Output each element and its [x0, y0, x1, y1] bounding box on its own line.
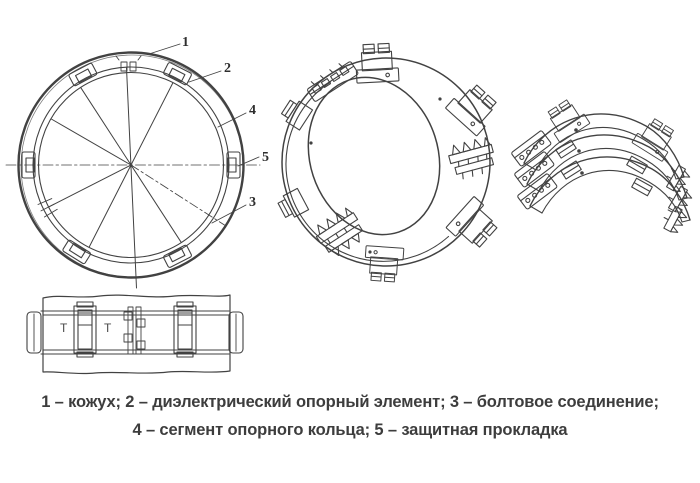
bolt-dot	[309, 141, 313, 145]
callout-3: 3	[249, 195, 256, 210]
segments-view	[510, 95, 695, 236]
callout-5: 5	[262, 150, 269, 165]
callouts: 1 2 4 5 3	[148, 35, 269, 224]
callout-2: 2	[224, 61, 231, 76]
segment-3	[516, 156, 691, 223]
section-label-t-right: Т	[104, 321, 112, 335]
section-label-t-left: Т	[60, 321, 68, 335]
caption-line-1: 1 – кожух; 2 – диэлектрический опорный э…	[41, 393, 659, 411]
bolt-dot	[368, 250, 372, 254]
section-clamp-2	[173, 301, 197, 358]
bolt-dot	[438, 97, 442, 101]
spokes	[5, 67, 261, 289]
section-joint	[123, 306, 146, 355]
ring-3d-view	[275, 42, 503, 283]
callout-1: 1	[182, 35, 189, 50]
figure-caption: 1 – кожух; 2 – диэлектрический опорный э…	[0, 388, 700, 444]
section-clamp-1	[73, 301, 97, 358]
caption-line-2: 4 – сегмент опорного кольца; 5 – защитна…	[132, 421, 568, 439]
bolt-marks-top	[115, 55, 142, 72]
ring-front-view: 1 2 4 5 3	[5, 35, 269, 289]
callout-4: 4	[249, 103, 256, 118]
section-view: Т Т	[26, 294, 244, 375]
hatch-marks	[37, 198, 58, 218]
